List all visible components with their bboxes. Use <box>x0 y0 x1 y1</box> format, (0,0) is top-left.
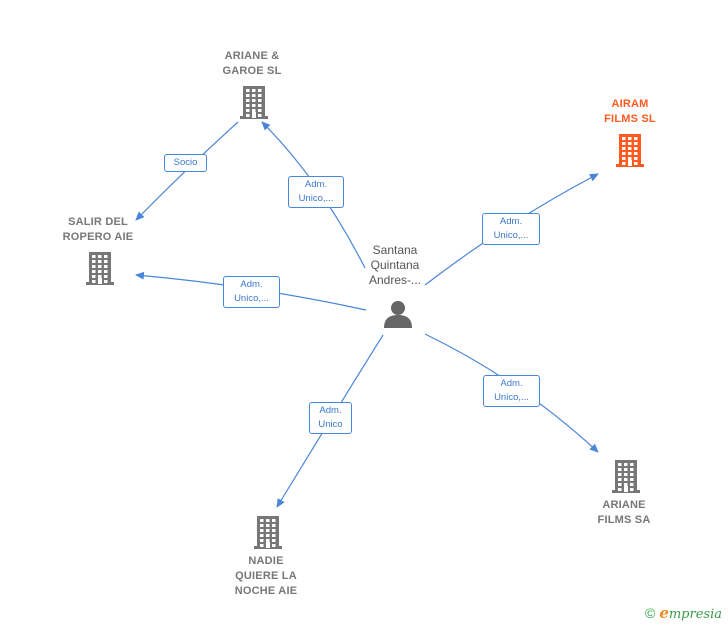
node-label-airam-films[interactable]: AIRAM FILMS SL <box>604 98 656 125</box>
copyright-icon: © <box>644 605 656 621</box>
edge-label-ariane-sa[interactable]: Adm. Unico,... <box>483 375 540 407</box>
building-icon[interactable] <box>610 458 642 499</box>
edge-label-ariane-garoe[interactable]: Adm. Unico,... <box>288 176 344 208</box>
node-label-salir-del-ropero[interactable]: SALIR DEL ROPERO AIE <box>62 216 134 243</box>
building-icon[interactable] <box>614 132 646 173</box>
footer-brand[interactable]: ©empresia <box>645 604 722 622</box>
building-icon[interactable] <box>238 84 270 125</box>
building-icon[interactable] <box>252 514 284 555</box>
edge-label-socio[interactable]: Socio <box>164 154 207 172</box>
brand-name: mpresia <box>668 607 722 622</box>
center-person-label[interactable]: Santana Quintana Andres-... <box>368 243 422 287</box>
person-icon[interactable] <box>382 298 414 335</box>
edges-layer <box>135 121 599 508</box>
edge-label-airam[interactable]: Adm. Unico,... <box>482 213 540 245</box>
edge-label-salir[interactable]: Adm. Unico,... <box>223 276 280 308</box>
node-label-nadie-quiere[interactable]: NADIE QUIERE LA NOCHE AIE <box>234 555 298 597</box>
building-icon[interactable] <box>84 250 116 291</box>
brand-e: e <box>659 604 669 622</box>
edge-label-nadie[interactable]: Adm. Unico <box>309 402 352 434</box>
node-label-ariane-garoe[interactable]: ARIANE & GAROE SL <box>222 50 282 77</box>
node-label-ariane-films-sa[interactable]: ARIANE FILMS SA <box>597 499 651 526</box>
